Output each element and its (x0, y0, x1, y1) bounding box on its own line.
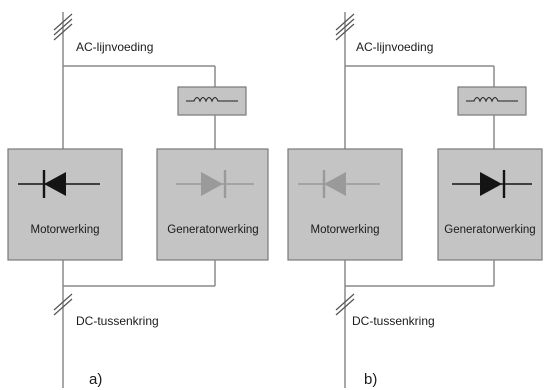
diode-icon (18, 170, 100, 198)
motor-label: Motorwerking (30, 224, 99, 236)
dc-label: DC-tussenkring (76, 314, 159, 328)
diode-icon (176, 170, 254, 198)
ac-break-icon (53, 13, 73, 41)
diode-icon (298, 170, 380, 198)
filter-box (457, 86, 527, 116)
generator-label: Generatorwerking (167, 224, 258, 236)
dc-label: DC-tussenkring (352, 314, 435, 328)
ac-label: AC-lijnvoeding (356, 40, 433, 54)
generator-block: Generatorwerking (156, 148, 269, 261)
dc-break-icon (335, 293, 355, 316)
ac-label: AC-lijnvoeding (76, 40, 153, 54)
dc-break-icon (53, 293, 73, 316)
filter-box (177, 86, 247, 116)
diode-icon (452, 170, 532, 198)
panel-label: a) (89, 371, 102, 388)
motor-label: Motorwerking (310, 224, 379, 236)
motor-block: Motorwerking (287, 148, 403, 261)
generator-label: Generatorwerking (444, 224, 535, 236)
ac-break-icon (335, 13, 355, 41)
motor-block: Motorwerking (7, 148, 123, 261)
generator-block: Generatorwerking (437, 148, 543, 261)
inductor-icon (466, 96, 518, 103)
panel-a: AC-lijnvoeding Motorwerking (7, 12, 269, 388)
panel-b: AC-lijnvoeding Motorwerking (287, 12, 543, 388)
panel-label: b) (364, 371, 377, 388)
inductor-icon (186, 96, 238, 103)
